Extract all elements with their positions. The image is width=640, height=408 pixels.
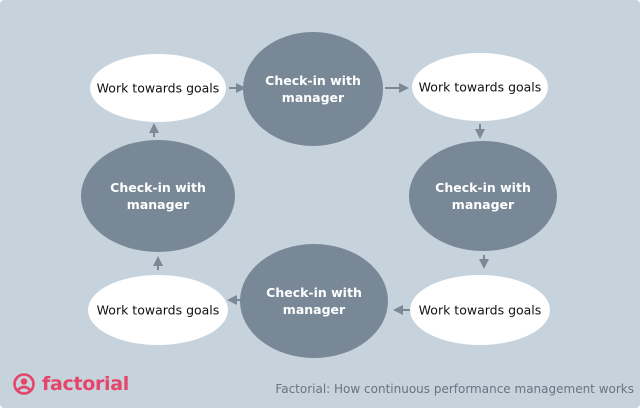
node-label: manager bbox=[452, 197, 515, 212]
node-label: manager bbox=[282, 90, 345, 105]
node-label: Check-in with bbox=[266, 285, 362, 300]
node-label: Work towards goals bbox=[97, 303, 220, 318]
goal-ellipse bbox=[90, 54, 226, 122]
node-label: manager bbox=[127, 197, 190, 212]
node-goal-top-right: Work towards goals bbox=[412, 53, 548, 121]
goal-ellipse bbox=[410, 275, 550, 345]
node-checkin-bottom: Check-in with manager bbox=[240, 244, 388, 358]
caption: Factorial: How continuous performance ma… bbox=[275, 382, 634, 396]
goal-ellipse bbox=[88, 275, 228, 345]
node-label: Check-in with bbox=[265, 73, 361, 88]
node-goal-bottom-left: Work towards goals bbox=[88, 275, 228, 345]
node-checkin-right: Check-in with manager bbox=[409, 141, 557, 251]
node-label: Check-in with bbox=[435, 180, 531, 195]
brand-logo[interactable]: factorial bbox=[12, 372, 129, 396]
brand-name: factorial bbox=[42, 373, 130, 395]
checkin-ellipse bbox=[243, 32, 383, 146]
node-goal-bottom-right: Work towards goals bbox=[410, 275, 550, 345]
node-label: Check-in with bbox=[110, 180, 206, 195]
node-label: Work towards goals bbox=[419, 303, 542, 318]
checkin-ellipse bbox=[81, 140, 235, 252]
node-label: manager bbox=[283, 302, 346, 317]
node-label: Work towards goals bbox=[97, 81, 220, 96]
goal-ellipse bbox=[412, 53, 548, 121]
node-goal-top-left: Work towards goals bbox=[90, 54, 226, 122]
checkin-ellipse bbox=[409, 141, 557, 251]
node-label: Work towards goals bbox=[419, 80, 542, 95]
factorial-logo-icon bbox=[13, 373, 35, 395]
checkin-ellipse bbox=[240, 244, 388, 358]
node-checkin-left: Check-in with manager bbox=[81, 140, 235, 252]
node-checkin-top: Check-in with manager bbox=[243, 32, 383, 146]
